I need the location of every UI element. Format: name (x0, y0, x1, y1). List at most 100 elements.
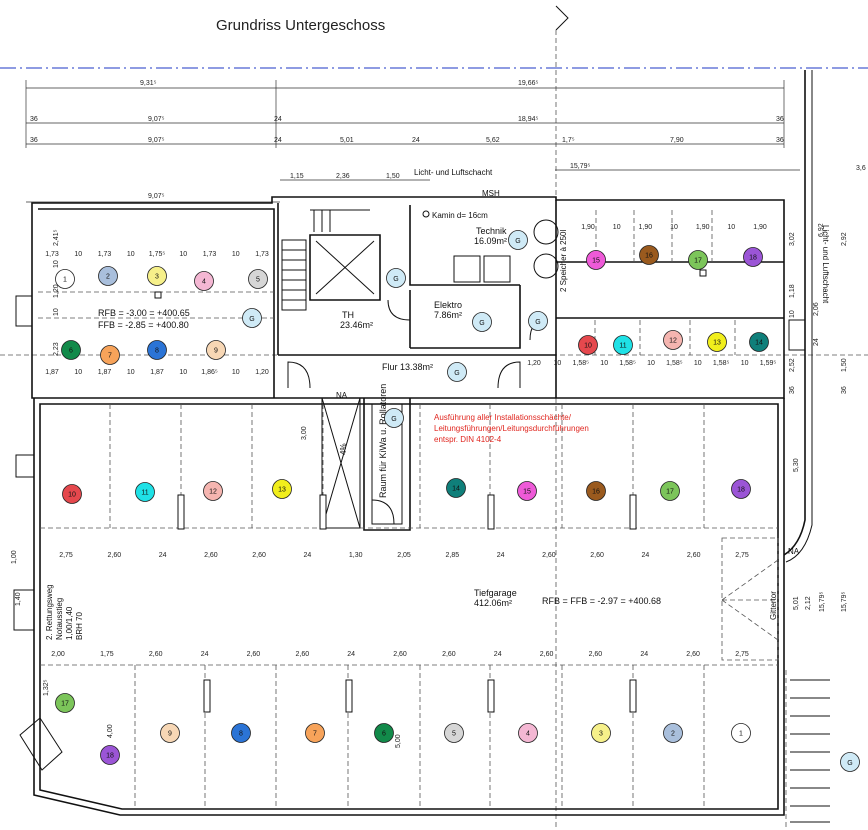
parking-spot-marker: 3 (591, 723, 611, 743)
parking-spot-marker: 2 (98, 266, 118, 286)
spot-circle (591, 723, 611, 743)
svg-text:24: 24 (412, 137, 420, 144)
dimension-text: 1,86⁵ (201, 369, 218, 376)
dimension-text: 24 (642, 552, 650, 559)
dimension-text: 10 (232, 369, 240, 376)
label-th-area: 23.46m² (340, 320, 373, 330)
spot-circle (707, 332, 727, 352)
spot-number: 5 (452, 731, 456, 738)
spot-number: 8 (155, 348, 159, 355)
spot-number: 6 (382, 731, 386, 738)
parking-spot-marker: 14 (446, 478, 466, 498)
spot-number: 12 (669, 338, 677, 345)
svg-text:3,6: 3,6 (856, 165, 866, 172)
parking-spot-marker: 7 (305, 723, 325, 743)
label-ffb-top: FFB = -2.85 = +400.80 (98, 320, 189, 330)
svg-text:entspr. DIN 4102-4: entspr. DIN 4102-4 (434, 435, 502, 444)
label-technik-area: 16.09m² (474, 236, 507, 246)
parking-spot-marker: 5 (444, 723, 464, 743)
dimension-text: 1,87 (45, 369, 59, 376)
label-th: TH (342, 310, 354, 320)
spot-circle (98, 266, 118, 286)
label-brh: BRH 70 (75, 611, 84, 640)
plan-title: Grundriss Untergeschoss (216, 17, 385, 34)
dimension-text: 2,05 (397, 552, 411, 559)
g-label: G (515, 238, 520, 245)
dimension-text-vertical: 15,79⁵ (841, 591, 848, 612)
g-circle (528, 311, 548, 331)
g-circle (386, 268, 406, 288)
dimension-text: 2,60 (542, 552, 556, 559)
label-notausstieg-size: 1,00/1,40 (65, 606, 74, 640)
dimension-text: 10 (647, 360, 655, 367)
spot-circle (61, 340, 81, 360)
dimension-text-vertical: 1,32⁵ (43, 679, 50, 696)
dimension-text-vertical: 2,12 (805, 596, 812, 610)
g-circle (508, 230, 528, 250)
dimension-texts-top: 9,31⁵ 19,66⁵ 36 9,07⁵ 24 18,94⁵ 36 36 9,… (30, 80, 866, 200)
dimension-lines-top (25, 80, 800, 203)
dimension-text: 1,58⁵ (573, 360, 590, 367)
spot-number: 3 (599, 731, 603, 738)
spot-number: 6 (69, 348, 73, 355)
dimension-text-vertical: 10 (53, 260, 60, 268)
dimension-text: 10 (179, 369, 187, 376)
g-label: G (249, 316, 254, 323)
dimension-text: 10 (670, 224, 678, 231)
spot-number: 10 (68, 492, 76, 499)
dimension-text-vertical: 5,01 (793, 596, 800, 610)
dimension-text-vertical: 1,18 (789, 284, 796, 298)
dimension-text: 1,20 (527, 360, 541, 367)
spot-circle (135, 482, 155, 502)
dimension-text: 1,75⁵ (149, 251, 166, 258)
g-label: G (535, 319, 540, 326)
parking-spot-marker: 12 (663, 330, 683, 350)
dimension-text-vertical: 1,20 (53, 284, 60, 298)
dimension-text: 10 (694, 360, 702, 367)
installation-note: Ausführung aller Installationsschächte/ … (434, 413, 589, 444)
label-elektro: Elektro (434, 300, 462, 310)
g-marker: G (840, 752, 860, 772)
dimension-text: 1,90 (696, 224, 710, 231)
dimension-text: 24 (201, 651, 209, 658)
dimension-text: 1,58⁵ (713, 360, 730, 367)
svg-text:9,07⁵: 9,07⁵ (148, 193, 165, 200)
g-circle (242, 308, 262, 328)
spot-circle (147, 340, 167, 360)
spot-circle (688, 250, 708, 270)
parking-spot-marker: 13 (707, 332, 727, 352)
parking-spot-marker: 11 (135, 482, 155, 502)
dimension-text: 1,90 (753, 224, 767, 231)
dimension-text: 24 (640, 651, 648, 658)
dimension-text: 1,75 (100, 651, 114, 658)
parking-spot-marker: 15 (517, 481, 537, 501)
spot-circle (272, 479, 292, 499)
spot-circle (586, 250, 606, 270)
spot-number: 18 (106, 753, 114, 760)
parking-spot-marker: 4 (518, 723, 538, 743)
spot-number: 4 (526, 731, 530, 738)
svg-text:36: 36 (776, 116, 784, 123)
parking-spot-marker: 4 (194, 271, 214, 291)
dimension-text: 2,60 (149, 651, 163, 658)
label-technik: Technik (476, 226, 507, 236)
g-marker: G (384, 408, 404, 428)
parking-spot-marker: 1 (55, 269, 75, 289)
parking-spot-marker: 3 (147, 266, 167, 286)
g-circle (384, 408, 404, 428)
dimension-text: 10 (554, 360, 562, 367)
parking-spot-marker: 14 (749, 332, 769, 352)
dimension-text: 2,60 (247, 651, 261, 658)
spot-circle (231, 723, 251, 743)
spot-number: 14 (755, 340, 763, 347)
dimension-text-vertical: 1,50 (841, 358, 848, 372)
dimension-text: 1,90 (638, 224, 652, 231)
label-licht-schacht: Licht- und Luftschacht (414, 168, 493, 177)
dimension-text: 2,60 (540, 651, 554, 658)
svg-text:9,07⁵: 9,07⁵ (148, 137, 165, 144)
dimension-text: 2,60 (590, 552, 604, 559)
north-arrow-icon (555, 5, 569, 31)
ramp (321, 397, 361, 529)
dimension-text-vertical: 15,79⁵ (819, 591, 826, 612)
